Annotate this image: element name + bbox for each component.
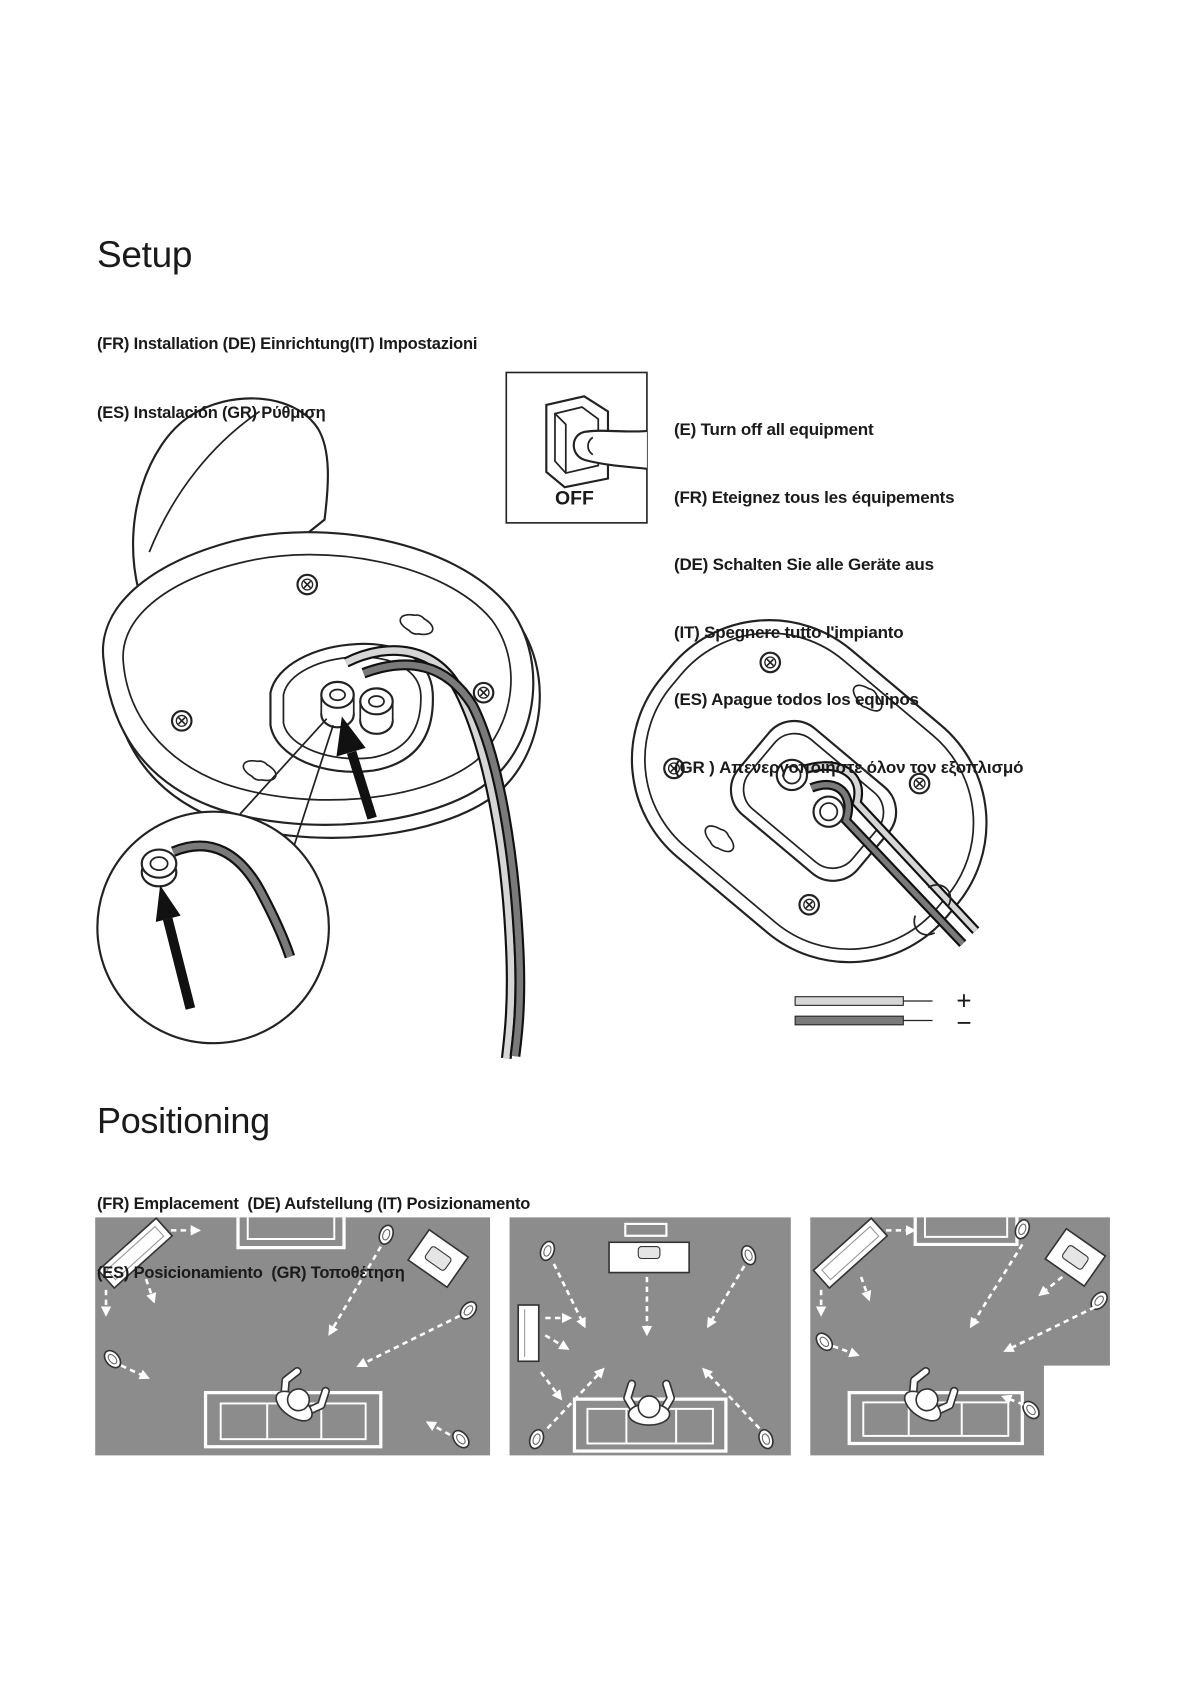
instruction-line: (E) Turn off all equipment	[674, 420, 874, 439]
positioning-title: Positioning	[97, 1100, 270, 1141]
side-soundbar	[517, 1304, 540, 1363]
positioning-subtitle-line: (FR) Emplacement (DE) Aufstellung (IT) P…	[97, 1195, 531, 1213]
screw-icon	[170, 710, 193, 732]
tv-with-center-speaker	[608, 1222, 690, 1274]
instruction-line: (IT) Spegnere tutto l'impianto	[674, 622, 904, 642]
terminal-post-icon	[775, 758, 809, 792]
setup-subtitle-line: (ES) Instalación (GR) Ρύθμιση	[97, 404, 326, 422]
terminal-post-icon	[140, 848, 178, 888]
switch-off-label: OFF	[555, 487, 594, 509]
power-off-instructions: (E) Turn off all equipment (FR) Eteignez…	[674, 374, 1023, 824]
instruction-line: (ES) Apague todos los equipos	[674, 690, 919, 709]
soundbar-speaker	[97, 1217, 174, 1290]
speaker-underside-illustration	[96, 397, 541, 1059]
room-layout-1	[95, 1217, 491, 1456]
positioning-subtitle: (FR) Emplacement (DE) Aufstellung (IT) P…	[97, 1147, 530, 1331]
screw-icon	[296, 573, 319, 596]
arrow-icon	[155, 885, 196, 1010]
terminal-post-icon	[812, 795, 845, 828]
instruction-line: (DE) Schalten Sie alle Geräte aus	[674, 555, 934, 574]
speaker-back-illustration	[630, 619, 988, 964]
wire-polarity-legend: + −	[794, 986, 971, 1037]
room-layout-3	[810, 1217, 1112, 1456]
power-switch-illustration: OFF	[505, 371, 648, 524]
screw-icon	[798, 893, 821, 916]
setup-subtitle: (FR) Installation (DE) Einrichtung(IT) I…	[97, 287, 477, 471]
terminal-post-icon	[320, 680, 355, 729]
front-speaker	[1044, 1227, 1107, 1288]
arrow-icon	[336, 716, 377, 820]
positive-symbol: +	[956, 986, 971, 1016]
setup-title: Setup	[97, 234, 193, 275]
instruction-line: (GR ) Απενεργοποιήστε όλον τον εξοπλισμό	[674, 757, 1024, 777]
room-layout-2	[509, 1217, 791, 1456]
setup-subtitle-line: (FR) Installation (DE) Einrichtung(IT) I…	[97, 335, 478, 353]
positive-wire	[344, 647, 515, 1059]
finger-icon	[572, 429, 648, 470]
front-speaker	[406, 1228, 470, 1289]
tv	[236, 1217, 346, 1250]
soundbar-speaker	[812, 1217, 889, 1290]
screw-icon	[472, 681, 495, 704]
negative-wire	[362, 661, 524, 1057]
terminal-post-icon	[359, 687, 394, 735]
negative-symbol: −	[956, 1007, 971, 1037]
instruction-line: (FR) Eteignez tous les équipements	[674, 487, 955, 507]
positioning-subtitle-line: (ES) Posicionamiento (GR) Τοποθέτηση	[97, 1264, 405, 1282]
